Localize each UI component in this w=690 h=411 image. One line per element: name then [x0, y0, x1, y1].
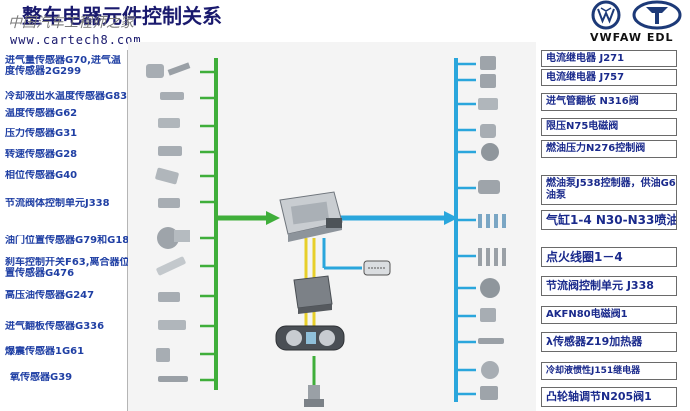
- sensor-label-g79[interactable]: 油门位置传感器G79和G185: [5, 235, 137, 246]
- sensor-label-g40[interactable]: 相位传感器G40: [5, 170, 78, 181]
- can-gateway-icon[interactable]: [293, 275, 333, 314]
- sensor-label-g28[interactable]: 转速传感器G28: [5, 149, 78, 160]
- sensor-label-j338[interactable]: 节流阀体控制单元J338: [5, 198, 110, 209]
- actuator-label-n276[interactable]: 燃油压力N276控制阀: [541, 140, 677, 158]
- brand-text: VWFAW EDL: [590, 31, 674, 44]
- right-actuator-panel: 电流继电器 J271 电流继电器 J757 进气管翻板 N316阀 限压N75电…: [537, 44, 690, 411]
- ignition-key-icon[interactable]: [304, 385, 324, 407]
- page-title: 整车电器元件控制关系: [22, 4, 222, 28]
- actuator-label-j151[interactable]: 冷却液惯性J151继电器: [541, 362, 677, 380]
- actuator-label-n75[interactable]: 限压N75电磁阀: [541, 118, 677, 136]
- diagram-canvas: [146, 56, 506, 407]
- actuator-label-j757[interactable]: 电流继电器 J757: [541, 69, 677, 86]
- sensor-label-g336[interactable]: 进气翻板传感器G336: [5, 321, 105, 332]
- actuator-label-ignition-coil[interactable]: 点火线圈1－4: [541, 247, 677, 267]
- wiring-diagram: [128, 42, 536, 411]
- actuator-label-n205[interactable]: 凸轮轴调节N205阀1: [541, 387, 677, 407]
- sensor-label-g39[interactable]: 氧传感器G39: [10, 372, 73, 383]
- actuator-label-n316[interactable]: 进气管翻板 N316阀: [541, 93, 677, 111]
- watermark-text: 中国汽车工程师之家: [8, 15, 134, 31]
- output-bus-blue: [322, 58, 476, 402]
- sensor-label-g31[interactable]: 压力传感器G31: [5, 128, 78, 139]
- actuator-label-injectors[interactable]: 气缸1-4 N30-N33喷油嘴: [541, 210, 677, 230]
- sensor-label-g61[interactable]: 爆震传感器1G61: [5, 346, 85, 357]
- sensor-label-f63[interactable]: 刹车控制开关F63,离合器位置传感器G476: [5, 257, 130, 279]
- site-url-link[interactable]: www.cartech8.com: [10, 33, 142, 47]
- input-bus-green: [200, 58, 280, 390]
- faw-logo-icon: [632, 0, 682, 30]
- injector-icons: [478, 214, 506, 228]
- instrument-cluster-icon[interactable]: [275, 325, 345, 351]
- actuator-label-z19[interactable]: λ传感器Z19加热器: [541, 332, 677, 352]
- ecu-module-icon[interactable]: [279, 191, 343, 242]
- diagnostic-port-icon[interactable]: [363, 260, 391, 276]
- left-sensor-panel: 进气量传感器G70,进气温度传感器2G299 冷却液出水温度传感器G83 温度传…: [0, 50, 136, 411]
- vw-logo-icon: [591, 0, 621, 30]
- sensor-label-g62[interactable]: 温度传感器G62: [5, 108, 78, 119]
- ignition-coil-icons: [478, 248, 506, 266]
- sensor-label-g83[interactable]: 冷却液出水温度传感器G83: [5, 91, 128, 102]
- left-sensor-icons: [146, 62, 191, 382]
- sensor-label-g247[interactable]: 高压油传感器G247: [5, 290, 95, 301]
- sensor-label-g70[interactable]: 进气量传感器G70,进气温度传感器2G299: [5, 55, 121, 77]
- actuator-label-j538[interactable]: 燃油泵J538控制器，供油G6油泵: [541, 175, 677, 205]
- actuator-label-j338[interactable]: 节流阀控制单元 J338: [541, 276, 677, 296]
- right-actuator-icons: [478, 56, 506, 400]
- actuator-label-n80[interactable]: AKFN80电磁阀1: [541, 306, 677, 324]
- actuator-label-j271[interactable]: 电流继电器 J271: [541, 50, 677, 67]
